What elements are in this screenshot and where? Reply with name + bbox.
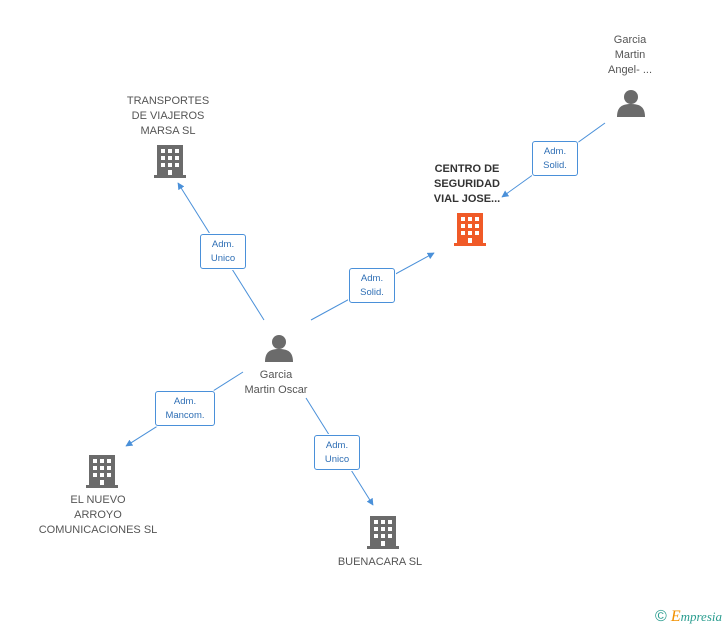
building-icon-focus[interactable] [454,213,486,246]
edge-role: Adm. [173,396,197,407]
node-label-line: DE VIAJEROS [131,110,205,122]
node-label-transportes[interactable]: TRANSPORTES DE VIAJEROS MARSA SL [108,94,228,139]
person-icon[interactable] [265,335,293,362]
node-label-line: Martin [614,49,646,61]
building-icon[interactable] [154,145,186,178]
edge-role-type: Unico [324,454,350,465]
edge-role-type: Solid. [360,287,384,298]
edge-label-oscar-focus: Adm. Solid. [349,268,395,303]
brand-initial: E [670,608,681,625]
node-label-line: TRANSPORTES [126,95,210,107]
node-label-garcia-martin-oscar[interactable]: Garcia Martin Oscar [226,368,326,398]
person-icon[interactable] [617,90,645,117]
node-label-line: CENTRO DE [434,163,500,175]
edge-role-type: Mancom. [165,410,205,421]
edge-role-type: Unico [210,253,236,264]
copyright-symbol: © [655,608,667,625]
edge-role: Adm. [211,239,235,250]
node-label-line: Martin Oscar [244,384,308,396]
building-icon[interactable] [86,455,118,488]
node-label-buenacara[interactable]: BUENACARA SL [320,555,440,570]
node-label-line: Garcia [613,34,647,46]
edge-role: Adm. [325,440,349,451]
node-label-el-nuevo-arroyo[interactable]: EL NUEVO ARROYO COMUNICACIONES SL [33,493,163,538]
brand-rest: mpresia [680,609,722,624]
edge-label-oscar-nuevo: Adm. Mancom. [155,391,215,426]
node-label-line: Angel- ... [607,64,653,76]
building-icon[interactable] [367,516,399,549]
node-label-line: BUENACARA SL [337,556,423,568]
node-label-line: Garcia [259,369,293,381]
node-label-line: EL NUEVO [70,494,126,506]
edge-label-oscar-buenacara: Adm. Unico [314,435,360,470]
node-label-line: ARROYO [74,509,122,521]
edges [125,122,606,506]
node-label-line: COMUNICACIONES SL [38,524,158,536]
node-label-garcia-martin-angel[interactable]: Garcia Martin Angel- ... [590,33,670,78]
edge-role: Adm. [543,146,567,157]
node-label-line: SEGURIDAD [433,178,500,190]
empresia-brand: © Empresia [655,608,722,626]
node-label-line: MARSA SL [140,125,196,137]
node-label-line: VIAL JOSE... [433,193,501,205]
edge-role: Adm. [360,273,384,284]
edge-role-type: Solid. [543,160,567,171]
edge-label-oscar-transportes: Adm. Unico [200,234,246,269]
node-label-centro-de-seguridad[interactable]: CENTRO DE SEGURIDAD VIAL JOSE... [410,162,524,207]
empresia-logo: Empresia [671,608,722,626]
edge-label-angel-focus: Adm. Solid. [532,141,578,176]
